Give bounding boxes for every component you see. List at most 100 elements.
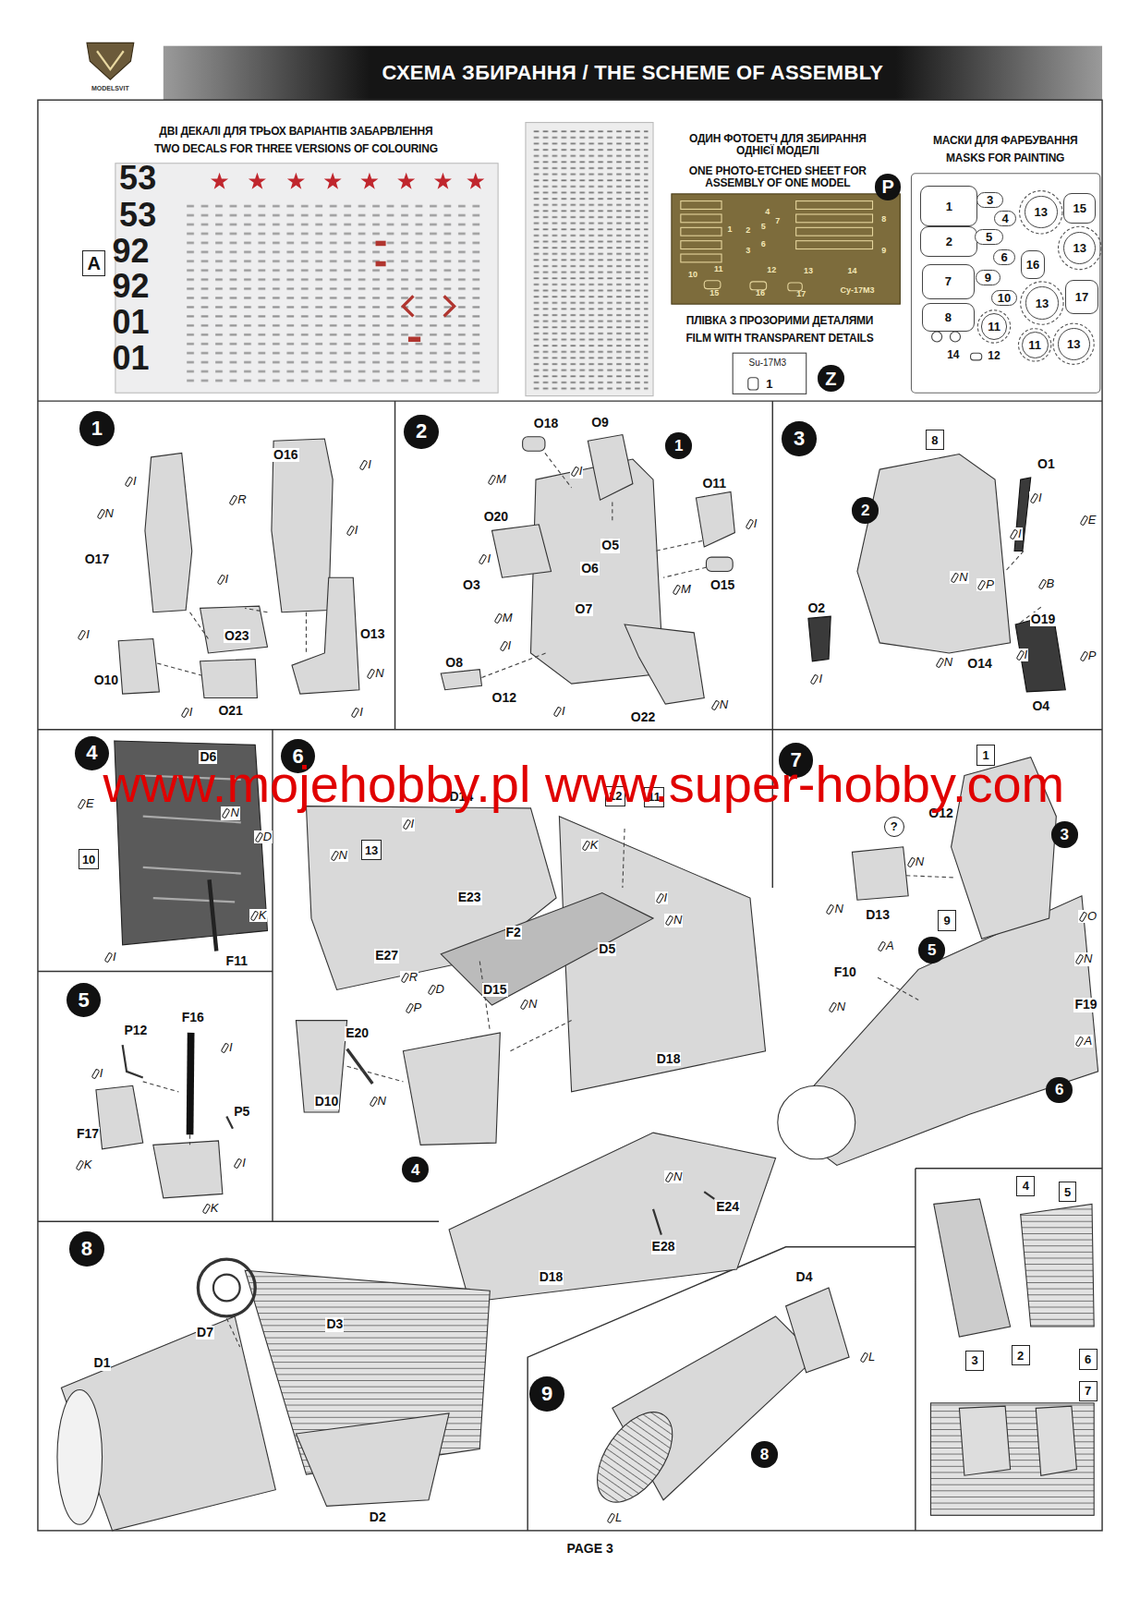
etch-number: 1 (727, 225, 732, 235)
node-text: 8 (945, 311, 952, 324)
node-text: 9 (541, 1383, 553, 1405)
paint-code: I (401, 817, 416, 831)
paint-code: I (345, 523, 360, 537)
callout-box: 5 (1058, 1181, 1078, 1202)
paint-code: B (1037, 577, 1056, 591)
step-number: 9 (529, 1376, 565, 1412)
part-label: D5 (597, 942, 617, 957)
mask-shape: 9 (975, 269, 1001, 287)
mask-shape: 16 (1020, 250, 1046, 279)
callout-box: 2 (1011, 1345, 1031, 1366)
mask-shape: 8 (921, 303, 975, 332)
part-label: O19 (1030, 612, 1056, 627)
paint-code: K (249, 909, 268, 922)
part-label: E27 (374, 948, 400, 963)
part-label: O3 (461, 578, 482, 593)
callout-box: 6 (1079, 1348, 1098, 1370)
part-label: O22 (630, 710, 656, 725)
part-label: O12 (491, 691, 518, 705)
mask-circle: 13 (1024, 195, 1057, 229)
step-number: 3 (781, 421, 817, 457)
etch-number: Су-17М3 (839, 286, 874, 296)
sheet-heading: ДВІ ДЕКАЛІ ДЛЯ ТРЬОХ ВАРІАНТІВ ЗАБАРВЛЕН… (158, 125, 433, 138)
node-text: 2 (415, 421, 427, 442)
mask-shape: 17 (1065, 279, 1098, 316)
paint-code: I (570, 464, 584, 478)
node-text: 10 (997, 291, 1011, 304)
etch-number: 3 (745, 246, 751, 256)
paint-code: I (90, 1067, 105, 1080)
paint-code: I (654, 891, 669, 905)
part-label: O7 (574, 602, 595, 617)
sheet-heading: МАСКИ ДЛЯ ФАРБУВАННЯ (933, 134, 1078, 147)
part-label: O6 (580, 561, 600, 576)
reference-step: 8 (751, 1441, 778, 1468)
part-label: O13 (359, 627, 386, 642)
part-label: F10 (833, 965, 858, 980)
node-text: 9 (984, 271, 992, 284)
mask-shape: 15 (1063, 193, 1096, 224)
paint-code: I (744, 517, 759, 531)
paint-code: I (477, 552, 492, 566)
step-number: 2 (403, 414, 439, 450)
reference-step: 1 (665, 432, 692, 460)
paint-code: N (664, 1170, 683, 1184)
paint-code: I (498, 639, 513, 653)
part-label: F2 (505, 925, 522, 940)
part-label: D13 (864, 908, 891, 922)
node-text: 8 (760, 1446, 769, 1463)
part-label: F17 (75, 1127, 100, 1141)
node-text: ? (890, 820, 898, 833)
paint-code: I (1015, 648, 1030, 662)
node-text: 11 (987, 320, 1001, 333)
paint-code: P (404, 1001, 424, 1015)
callout-box: 13 (361, 839, 382, 861)
page-title: СХЕМА ЗБИРАННЯ / THE SCHEME OF ASSEMBLY (382, 61, 885, 85)
paint-code: I (216, 572, 231, 586)
paint-code: N (710, 698, 729, 712)
paint-code: K (74, 1158, 94, 1172)
part-label: D18 (655, 1052, 682, 1067)
reference-step: 5 (918, 936, 946, 964)
decal-number: 92 (111, 269, 149, 304)
etch-number: 11 (714, 265, 724, 275)
node-text: 5 (927, 942, 936, 959)
part-label: O21 (217, 703, 243, 718)
part-label: F16 (181, 1010, 206, 1025)
film-number: 1 (765, 377, 773, 391)
paint-code: N (365, 667, 385, 680)
part-label: O5 (600, 538, 620, 553)
mask-circle: 11 (981, 313, 1008, 340)
node-text: 2 (861, 502, 870, 519)
part-label: F19 (1073, 997, 1098, 1012)
etch-number: 5 (761, 222, 766, 232)
part-label: E23 (457, 890, 483, 905)
mask-number: 14 (946, 349, 959, 362)
brand-logo: MODELSVIT (91, 84, 130, 93)
paint-code: N (824, 902, 844, 916)
part-label: D4 (795, 1270, 814, 1285)
node-text: 6 (1084, 1353, 1092, 1366)
paint-code: M (671, 582, 692, 596)
mask-shape: 4 (994, 210, 1017, 227)
paint-code: N (664, 913, 683, 927)
paint-code: I (123, 474, 138, 488)
part-label: O16 (272, 448, 299, 462)
part-label: F11 (225, 954, 249, 969)
node-text: 6 (1055, 1081, 1064, 1098)
sheet-heading: TWO DECALS FOR THREE VERSIONS OF COLOURI… (154, 143, 438, 156)
node-text: 16 (1026, 258, 1040, 271)
node-text: 5 (985, 230, 993, 243)
reference-step: 6 (1045, 1077, 1073, 1104)
node-text: P (881, 177, 894, 196)
etch-number: 6 (761, 240, 766, 250)
paint-code: P (1079, 649, 1098, 663)
part-label: O2 (806, 601, 826, 616)
part-label: O10 (93, 673, 120, 688)
mask-shape: 6 (993, 249, 1016, 266)
node-text: 13 (1035, 297, 1049, 310)
part-label: O9 (590, 415, 610, 430)
paint-code: N (519, 997, 538, 1011)
part-label: E28 (651, 1239, 677, 1254)
etch-number: 17 (796, 290, 806, 300)
